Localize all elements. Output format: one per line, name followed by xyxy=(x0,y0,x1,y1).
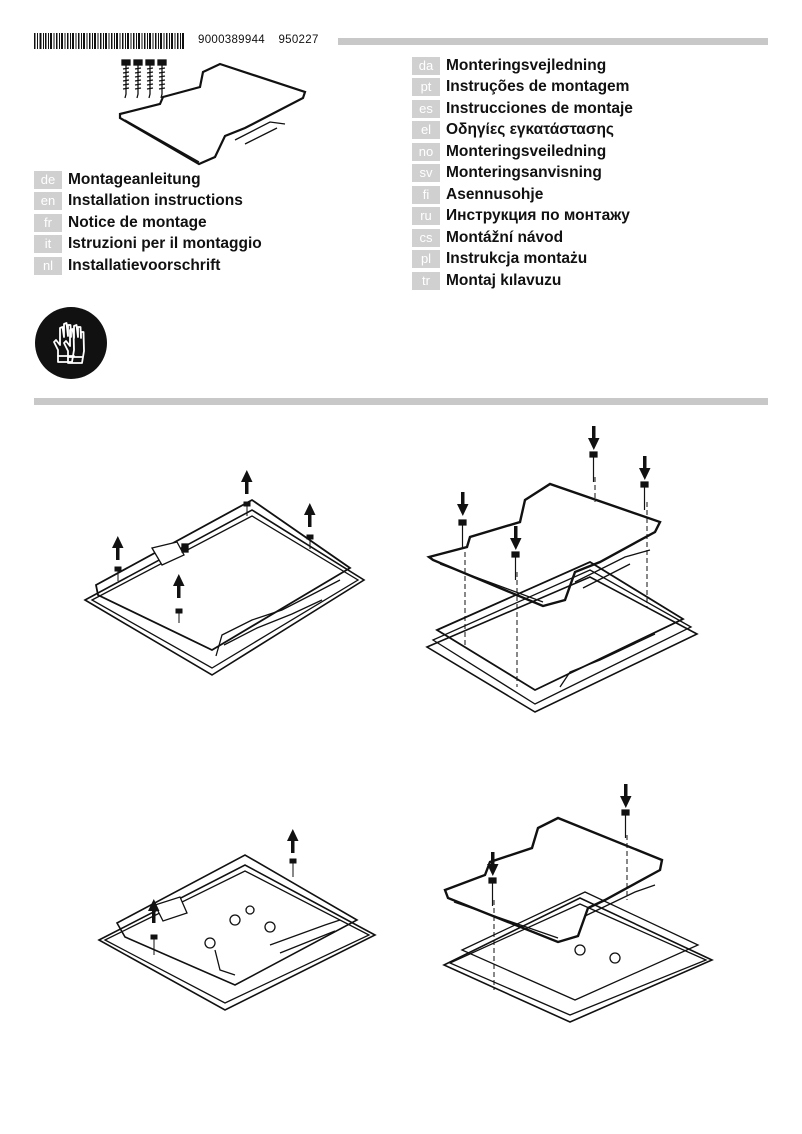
list-item: fr Notice de montage xyxy=(34,212,262,234)
language-list-left: de Montageanleitung en Installation instru… xyxy=(34,169,262,277)
barcode xyxy=(34,33,184,49)
language-code: fi xyxy=(412,185,440,204)
list-item: ru Инструкция по монтажу xyxy=(412,206,633,228)
list-item: pl Instrukcja montażu xyxy=(412,249,633,271)
list-item: en Installation instructions xyxy=(34,191,262,213)
language-title: Инструкция по монтажу xyxy=(446,207,630,225)
down-arrow-icon xyxy=(457,426,651,550)
list-item: cs Montážní návod xyxy=(412,227,633,249)
language-title: Installation instructions xyxy=(68,192,243,210)
list-item: nl Installatievoorschrift xyxy=(34,255,262,277)
screw-icon xyxy=(458,451,649,580)
language-title: Instruções de montagem xyxy=(446,78,630,96)
language-code: pl xyxy=(412,250,440,269)
wear-gloves-icon xyxy=(35,307,107,379)
doc-date-code: 950227 xyxy=(278,34,319,46)
language-code: en xyxy=(34,192,62,211)
step-remove-screws-underside-diagram xyxy=(97,829,377,1011)
step-attach-plate-diagram xyxy=(425,426,699,713)
language-code: de xyxy=(34,170,62,189)
language-title: Instrucciones de montaje xyxy=(446,99,633,117)
up-arrow-icon xyxy=(148,829,299,923)
language-code: cs xyxy=(412,228,440,247)
language-title: Monteringsanvisning xyxy=(446,164,602,182)
language-title: Montaj kılavuzu xyxy=(446,271,562,289)
language-title: Notice de montage xyxy=(68,213,207,231)
language-title: Montážní návod xyxy=(446,228,564,246)
up-arrow-icon xyxy=(112,470,316,598)
language-code: sv xyxy=(412,164,440,183)
list-item: it Istruzioni per il montaggio xyxy=(34,234,262,256)
screws-and-plate-icon xyxy=(118,59,307,166)
language-code: no xyxy=(412,142,440,161)
screw-icon xyxy=(150,858,297,955)
language-title: Istruzioni per il montaggio xyxy=(68,235,262,253)
list-item: de Montageanleitung xyxy=(34,169,262,191)
language-title: Installatievoorschrift xyxy=(68,256,221,274)
language-title: Οδηγίες εγκατάστασης xyxy=(446,121,614,139)
section-rule xyxy=(34,398,768,405)
step-attach-plate-underside-diagram xyxy=(442,784,714,1023)
language-code: es xyxy=(412,99,440,118)
step-remove-screws-diagram xyxy=(83,470,366,676)
list-item: sv Monteringsanvisning xyxy=(412,163,633,185)
language-title: Monteringsveiledning xyxy=(446,142,607,160)
language-code: tr xyxy=(412,271,440,290)
language-code: da xyxy=(412,56,440,75)
list-item: da Monteringsvejledning xyxy=(412,55,633,77)
language-list-right: da Monteringsvejledning pt Instruções de m… xyxy=(412,55,633,292)
language-code: pt xyxy=(412,78,440,97)
document-numbers: 9000389944 950227 xyxy=(198,34,329,46)
list-item: el Οδηγίες εγκατάστασης xyxy=(412,120,633,142)
language-code: nl xyxy=(34,256,62,275)
language-code: el xyxy=(412,121,440,140)
language-code: ru xyxy=(412,207,440,226)
language-code: fr xyxy=(34,213,62,232)
header-rule xyxy=(338,38,768,45)
language-code: it xyxy=(34,235,62,254)
language-title: Monteringsvejledning xyxy=(446,56,607,74)
list-item: no Monteringsveiledning xyxy=(412,141,633,163)
list-item: pt Instruções de montagem xyxy=(412,77,633,99)
screw-icon xyxy=(114,501,314,623)
list-item: tr Montaj kılavuzu xyxy=(412,270,633,292)
language-title: Instrukcja montażu xyxy=(446,250,588,268)
list-item: fi Asennusohje xyxy=(412,184,633,206)
doc-number: 9000389944 xyxy=(198,34,265,46)
screw-icon xyxy=(488,809,630,906)
down-arrow-icon xyxy=(487,784,632,876)
language-title: Asennusohje xyxy=(446,185,544,203)
language-title: Montageanleitung xyxy=(68,170,201,188)
list-item: es Instrucciones de montaje xyxy=(412,98,633,120)
